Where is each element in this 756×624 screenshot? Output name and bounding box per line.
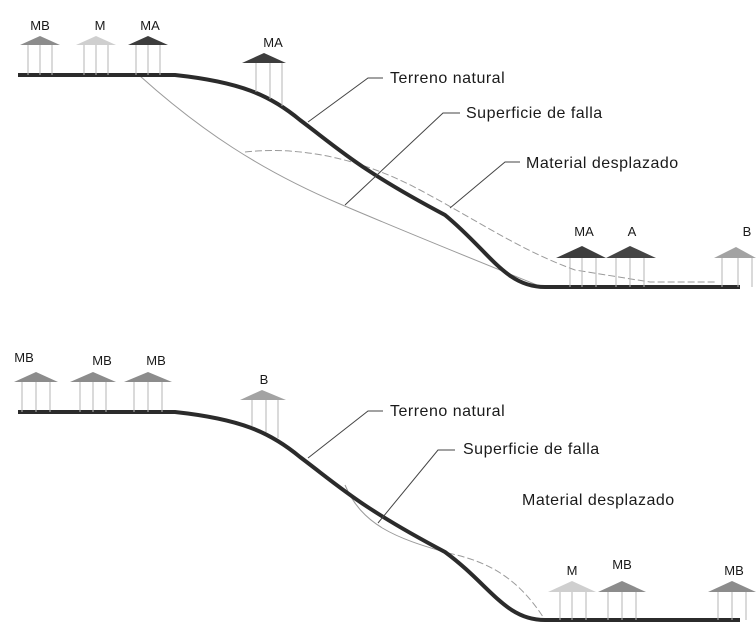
top-leader-material — [449, 161, 520, 209]
svg-text:MB: MB — [724, 563, 744, 578]
house-top-6-a: A — [606, 224, 656, 287]
svg-text:MB: MB — [146, 353, 166, 368]
svg-text:MB: MB — [14, 350, 34, 365]
svg-text:B: B — [743, 224, 752, 239]
bottom-natural-terrain — [18, 410, 740, 622]
bottom-displaced-material — [447, 552, 546, 621]
bottom-leader-falla — [377, 449, 455, 524]
bottom-leader-terreno — [307, 410, 383, 459]
bottom-failure-surface — [344, 484, 449, 554]
house-bottom-1-mb: MB — [14, 350, 58, 412]
svg-text:MA: MA — [140, 18, 160, 33]
svg-text:M: M — [95, 18, 106, 33]
house-bottom-7-mb: MB — [708, 563, 756, 620]
top-failure-surface — [139, 75, 543, 288]
bottom-material-label: Material desplazado — [522, 492, 675, 509]
svg-text:MB: MB — [612, 557, 632, 572]
svg-text:B: B — [260, 372, 269, 387]
house-bottom-4-b: B — [240, 372, 286, 438]
svg-text:A: A — [628, 224, 637, 239]
bottom-terreno-label: Terreno natural — [390, 403, 505, 420]
house-top-5-ma: MA — [556, 224, 606, 287]
top-material-label: Material desplazado — [526, 155, 679, 172]
svg-text:MB: MB — [30, 18, 50, 33]
top-displaced-material — [244, 150, 716, 283]
svg-text:MA: MA — [263, 35, 283, 50]
house-bottom-5-m: M — [548, 563, 596, 620]
house-top-7-b: B — [714, 224, 756, 287]
svg-text:MB: MB — [92, 353, 112, 368]
svg-text:MA: MA — [574, 224, 594, 239]
house-bottom-2-mb: MB — [70, 353, 116, 412]
top-terreno-label: Terreno natural — [390, 70, 505, 87]
top-panel: Terreno natural Superficie de falla Mate… — [18, 18, 756, 289]
house-top-4-ma: MA — [242, 35, 286, 106]
top-leader-terreno — [307, 77, 383, 123]
top-natural-terrain — [18, 73, 740, 289]
top-falla-label: Superficie de falla — [466, 105, 603, 122]
house-top-2-m: M — [76, 18, 116, 75]
house-bottom-3-mb: MB — [124, 353, 172, 412]
svg-text:M: M — [567, 563, 578, 578]
top-leader-falla — [344, 112, 460, 206]
house-top-1-mb: MB — [20, 18, 60, 75]
house-top-3-ma: MA — [128, 18, 168, 75]
house-bottom-6-mb: MB — [598, 557, 646, 620]
bottom-panel: Terreno natural Superficie de falla Mate… — [14, 350, 756, 622]
bottom-falla-label: Superficie de falla — [463, 441, 600, 458]
